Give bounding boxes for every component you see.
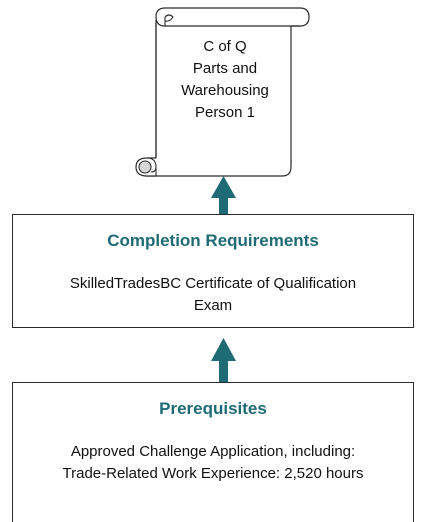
certificate-label: C of Q Parts and Warehousing Person 1 [160, 36, 290, 124]
certificate-scroll-icon [135, 7, 310, 383]
certificate-line: Warehousing [181, 82, 269, 99]
prerequisites-box: Prerequisites Approved Challenge Applica… [12, 382, 414, 522]
prerequisite-line: Approved Challenge Application, includin… [70, 443, 356, 460]
completion-requirements-title: Completion Requirements [107, 231, 319, 250]
certificate-line: Parts and [192, 60, 258, 77]
certificate-line: Person 1 [194, 104, 256, 121]
completion-requirements-body: SkilledTradesBC Certificate of Qualifica… [23, 273, 403, 317]
arrow-up-icon [211, 338, 236, 383]
pathway-diagram: C of Q Parts and Warehousing Person 1 Co… [12, 7, 414, 522]
completion-line: SkilledTradesBC Certificate of Qualifica… [69, 275, 357, 292]
certificate-line: C of Q [203, 38, 247, 55]
prerequisites-body: Approved Challenge Application, includin… [19, 441, 407, 485]
prerequisite-line: Trade-Related Work Experience: 2,520 hou… [62, 465, 364, 482]
prerequisites-title: Prerequisites [159, 399, 267, 418]
completion-line: Exam [193, 297, 233, 314]
completion-requirements-box: Completion Requirements SkilledTradesBC … [12, 214, 414, 328]
arrow-up-icon [211, 176, 236, 215]
